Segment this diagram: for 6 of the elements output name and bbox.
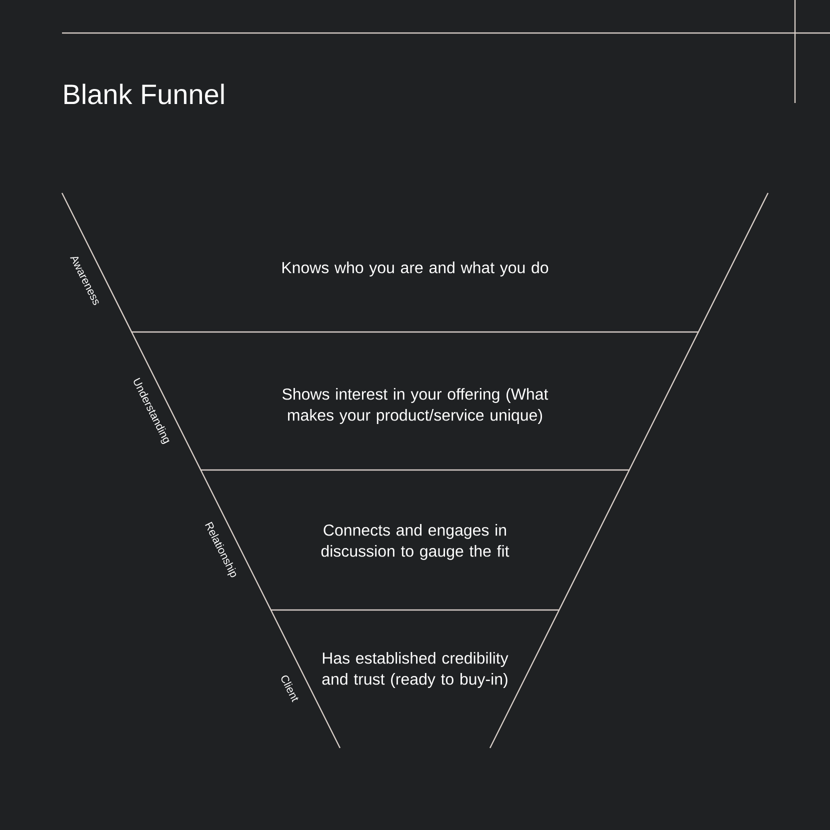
funnel-stage: Has established credibility and trust (ready to buy-in) [322, 652, 508, 688]
funnel-stage: Connects and engages in discussion to gauge the fit [321, 524, 510, 560]
funnel-stage: Knows who you are and what you do [282, 262, 548, 276]
stage-label: Client [281, 676, 298, 702]
title: Blank Funnel [64, 84, 224, 104]
funnel-stage: Shows interest in your offering (What makes your product/service unique) [282, 388, 548, 424]
